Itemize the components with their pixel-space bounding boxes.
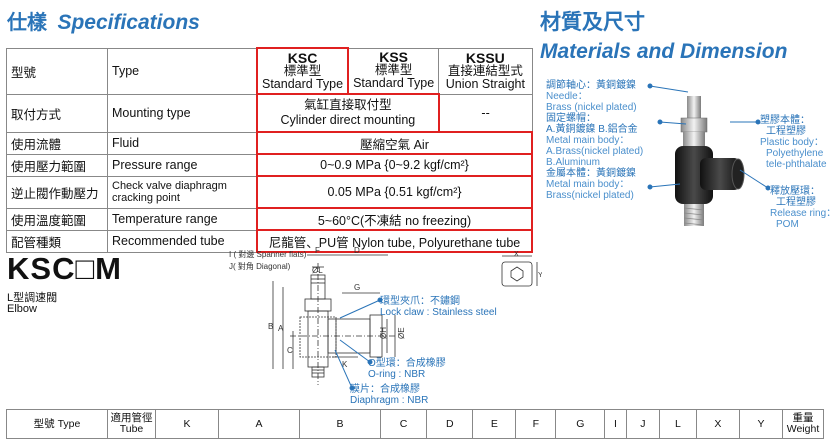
model-en: Elbow bbox=[7, 303, 37, 315]
row-check-cn: 逆止閥作動壓力 bbox=[6, 175, 108, 209]
model-cn: L型調速閥 bbox=[7, 292, 58, 304]
callout-oring: O型環：合成橡膠 O-ring : NBR bbox=[368, 358, 446, 380]
callout-lock-claw: 環型夾爪：不鏽鋼 Lock claw : Stainless steel bbox=[380, 296, 497, 318]
col-b: B bbox=[299, 409, 381, 439]
col-x: X bbox=[695, 409, 740, 439]
diagonal-label: J( 對角 Diagonal) bbox=[229, 262, 291, 271]
col-y: Y bbox=[738, 409, 784, 439]
row-tube-en: Recommended tube bbox=[107, 229, 258, 253]
col-l: L bbox=[659, 409, 697, 439]
svg-text:ØL: ØL bbox=[312, 266, 323, 275]
svg-text:F: F bbox=[315, 246, 320, 255]
materials-header-cn: 材質及尺寸 bbox=[540, 10, 645, 34]
model-kss: KSS 標準型 Standard Type bbox=[347, 47, 440, 95]
col-g: G bbox=[555, 409, 606, 439]
material-leaders bbox=[647, 83, 770, 191]
materials-header-en: Materials and Dimension bbox=[540, 40, 788, 63]
svg-text:ØH: ØH bbox=[379, 327, 388, 339]
check-value: 0.05 MPa {0.51 kgf/cm²} bbox=[256, 175, 533, 209]
row-temp-en: Temperature range bbox=[107, 207, 258, 231]
model-name: KSC□M bbox=[7, 251, 122, 286]
svg-text:K: K bbox=[342, 360, 348, 369]
row-fluid-cn: 使用流體 bbox=[6, 131, 108, 155]
svg-text:A: A bbox=[278, 324, 284, 333]
spec-table: 型號 Type KSC 標準型 Standard Type KSS 標準型 St… bbox=[6, 47, 533, 253]
mount-value-kssu: -- bbox=[438, 93, 533, 133]
row-tube-cn: 配管種類 bbox=[6, 229, 108, 253]
col-weight: 重量 Weight bbox=[782, 409, 824, 439]
materials-right-labels-2: 釋放壓環： 工程塑膠 Release ring： POM bbox=[770, 186, 830, 230]
svg-text:X: X bbox=[514, 251, 519, 258]
callout-diaphragm: 膜片：合成橡膠 Diaphragm : NBR bbox=[350, 384, 429, 406]
row-mount-cn: 取付方式 bbox=[6, 93, 108, 133]
row-type-en: Type bbox=[107, 47, 258, 95]
temp-value: 5~60°C(不凍結 no freezing) bbox=[256, 207, 533, 231]
fluid-value: 壓縮空氣 Air bbox=[256, 131, 533, 155]
model-ksc: KSC 標準型 Standard Type bbox=[255, 47, 350, 95]
col-type: 型號 Type bbox=[6, 409, 108, 439]
row-fluid-en: Fluid bbox=[107, 131, 258, 155]
row-pressure-cn: 使用壓力範圍 bbox=[6, 153, 108, 177]
col-i: I bbox=[604, 409, 627, 439]
dimension-table: 型號 Type 適用管徑 Tube K A B C D E F G I J L … bbox=[6, 409, 824, 439]
svg-text:G: G bbox=[354, 283, 360, 292]
col-tube: 適用管徑 Tube bbox=[107, 409, 156, 439]
col-f: F bbox=[515, 409, 557, 439]
col-j: J bbox=[625, 409, 661, 439]
svg-text:B: B bbox=[268, 322, 273, 331]
product-photo bbox=[675, 96, 745, 226]
mount-value: 氣缸直接取付型 Cylinder direct mounting bbox=[256, 93, 440, 133]
spec-header-en: Specifications bbox=[57, 11, 200, 34]
flats-label: I ( 對邊 Spanner flats) bbox=[229, 250, 307, 259]
model-kssu: KSSU 直接連結型式 Union Straight bbox=[438, 47, 533, 95]
spec-header: 仕樣 Specifications bbox=[7, 6, 200, 35]
end-view-drawing: X Y bbox=[501, 251, 542, 287]
row-mount-en: Mounting type bbox=[107, 93, 258, 133]
col-e: E bbox=[472, 409, 517, 439]
svg-text:Y: Y bbox=[538, 272, 542, 279]
materials-left-labels: 調節軸心：黃銅鍍鎳 Needle： Brass (nickel plated) … bbox=[546, 80, 644, 201]
materials-right-labels: 塑膠本體： 工程塑膠 Plastic body： Polyethylene te… bbox=[760, 115, 827, 170]
pressure-value: 0~0.9 MPa {0~9.2 kgf/cm²} bbox=[256, 153, 533, 177]
row-pressure-en: Pressure range bbox=[107, 153, 258, 177]
col-d: D bbox=[426, 409, 474, 439]
col-c: C bbox=[379, 409, 428, 439]
svg-text:D: D bbox=[354, 246, 360, 255]
row-temp-cn: 使用溫度範圍 bbox=[6, 207, 108, 231]
svg-text:C: C bbox=[287, 346, 293, 355]
row-type-cn: 型號 bbox=[6, 47, 108, 95]
col-a: A bbox=[218, 409, 300, 439]
tube-value: 尼龍管、PU管 Nylon tube, Polyurethane tube bbox=[256, 229, 533, 253]
callout-leaders bbox=[334, 297, 383, 391]
row-check-en: Check valve diaphragm cracking point bbox=[107, 175, 258, 209]
col-k: K bbox=[155, 409, 219, 439]
svg-text:ØE: ØE bbox=[397, 327, 406, 339]
spec-header-cn: 仕樣 bbox=[7, 10, 47, 34]
